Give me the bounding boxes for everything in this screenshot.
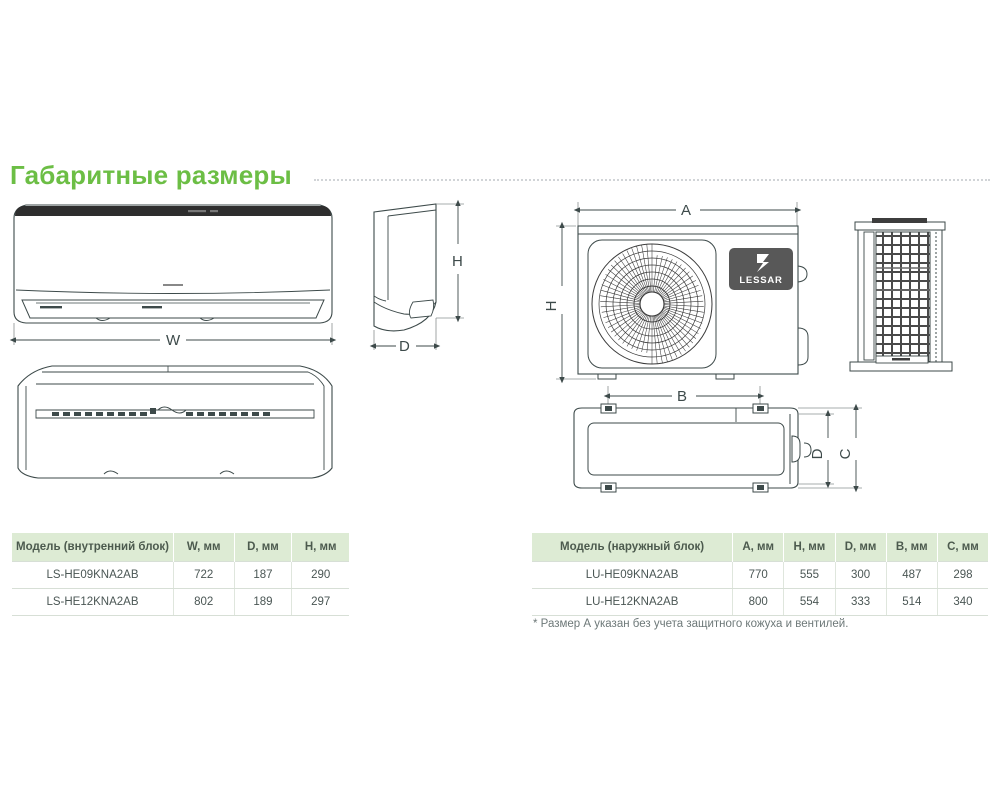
cell-d: 187 xyxy=(234,561,293,589)
outdoor-unit-side-view xyxy=(849,218,953,372)
table-row: LS-HE09KNA2AB 722 187 290 xyxy=(12,561,349,589)
brand-logo-plate: LESSAR xyxy=(729,248,793,290)
cell-w: 802 xyxy=(173,588,235,616)
indoor-unit-top-view xyxy=(17,365,333,479)
outdoor-unit-front-view: A xyxy=(543,202,809,384)
cell-model: LS-HE12KNA2AB xyxy=(12,588,174,616)
brand-logo-text: LESSAR xyxy=(739,275,782,286)
dimension-line-c: C xyxy=(798,403,862,493)
column-header-b: B, мм xyxy=(886,533,938,562)
cell-b: 487 xyxy=(886,561,938,589)
cell-model: LU-HE09KNA2AB xyxy=(532,561,734,589)
table-header-row: Модель (наружный блок) A, мм H, мм D, мм… xyxy=(532,533,988,562)
dimension-line-h-outdoor: H xyxy=(543,221,596,384)
column-header-d: D, мм xyxy=(835,533,887,562)
dimension-label-b: B xyxy=(677,388,687,405)
cell-d: 300 xyxy=(835,561,887,589)
section-header: Габаритные размеры xyxy=(10,157,990,193)
dimension-label-d-indoor: D xyxy=(399,338,410,355)
dimension-line-d-indoor: D xyxy=(369,318,441,355)
dimension-label-a: A xyxy=(681,202,691,219)
outdoor-unit-dimension-table: Модель (наружный блок) A, мм H, мм D, мм… xyxy=(532,533,988,616)
column-header-c: C, мм xyxy=(937,533,988,562)
dimension-label-h-indoor: H xyxy=(452,253,463,270)
dimension-label-d-outdoor: D xyxy=(809,448,826,459)
cell-c: 298 xyxy=(937,561,988,589)
dimension-label-c: C xyxy=(837,448,854,459)
outdoor-unit-top-view: B D xyxy=(573,386,862,493)
column-header-model: Модель (наружный блок) xyxy=(532,533,734,562)
column-header-w: W, мм xyxy=(173,533,235,562)
cell-w: 722 xyxy=(173,561,235,589)
dimension-line-d-outdoor: D xyxy=(798,409,834,489)
cell-c: 340 xyxy=(937,588,988,616)
dimension-drawings: W H D xyxy=(0,190,1000,520)
dimension-label-h-outdoor: H xyxy=(543,301,560,312)
cell-model: LU-HE12KNA2AB xyxy=(532,588,734,616)
cell-d: 189 xyxy=(234,588,293,616)
table-row: LU-HE12KNA2AB 800 554 333 514 340 xyxy=(532,588,988,616)
cell-a: 770 xyxy=(732,561,785,589)
table-row: LS-HE12KNA2AB 802 189 297 xyxy=(12,588,349,616)
column-header-h: H, мм xyxy=(291,533,349,562)
cell-h: 290 xyxy=(291,561,349,589)
table-header-row: Модель (внутренний блок) W, мм D, мм H, … xyxy=(12,533,349,562)
column-header-model: Модель (внутренний блок) xyxy=(12,533,174,562)
indoor-unit-side-view: H D xyxy=(369,199,464,355)
column-header-h: H, мм xyxy=(783,533,836,562)
cell-model: LS-HE09KNA2AB xyxy=(12,561,174,589)
cell-a: 800 xyxy=(732,588,785,616)
cell-h: 554 xyxy=(783,588,836,616)
table-row: LU-HE09KNA2AB 770 555 300 487 298 xyxy=(532,561,988,589)
dimension-label-w: W xyxy=(166,332,181,349)
cell-h: 555 xyxy=(783,561,836,589)
title-dotted-rule xyxy=(313,178,990,182)
cell-h: 297 xyxy=(291,588,349,616)
indoor-unit-dimension-table: Модель (внутренний блок) W, мм D, мм H, … xyxy=(12,533,349,616)
column-header-a: A, мм xyxy=(732,533,785,562)
cell-d: 333 xyxy=(835,588,887,616)
cell-b: 514 xyxy=(886,588,938,616)
page-title: Габаритные размеры xyxy=(10,160,292,190)
dimension-line-b: B xyxy=(603,386,765,406)
dimension-line-a: A xyxy=(573,202,802,226)
dimension-line-w: W xyxy=(9,332,337,349)
indoor-unit-front-view: W xyxy=(9,204,337,349)
column-header-d: D, мм xyxy=(234,533,293,562)
table-footnote: * Размер А указан без учета защитного ко… xyxy=(533,618,849,630)
dimension-line-h-indoor: H xyxy=(436,199,464,323)
